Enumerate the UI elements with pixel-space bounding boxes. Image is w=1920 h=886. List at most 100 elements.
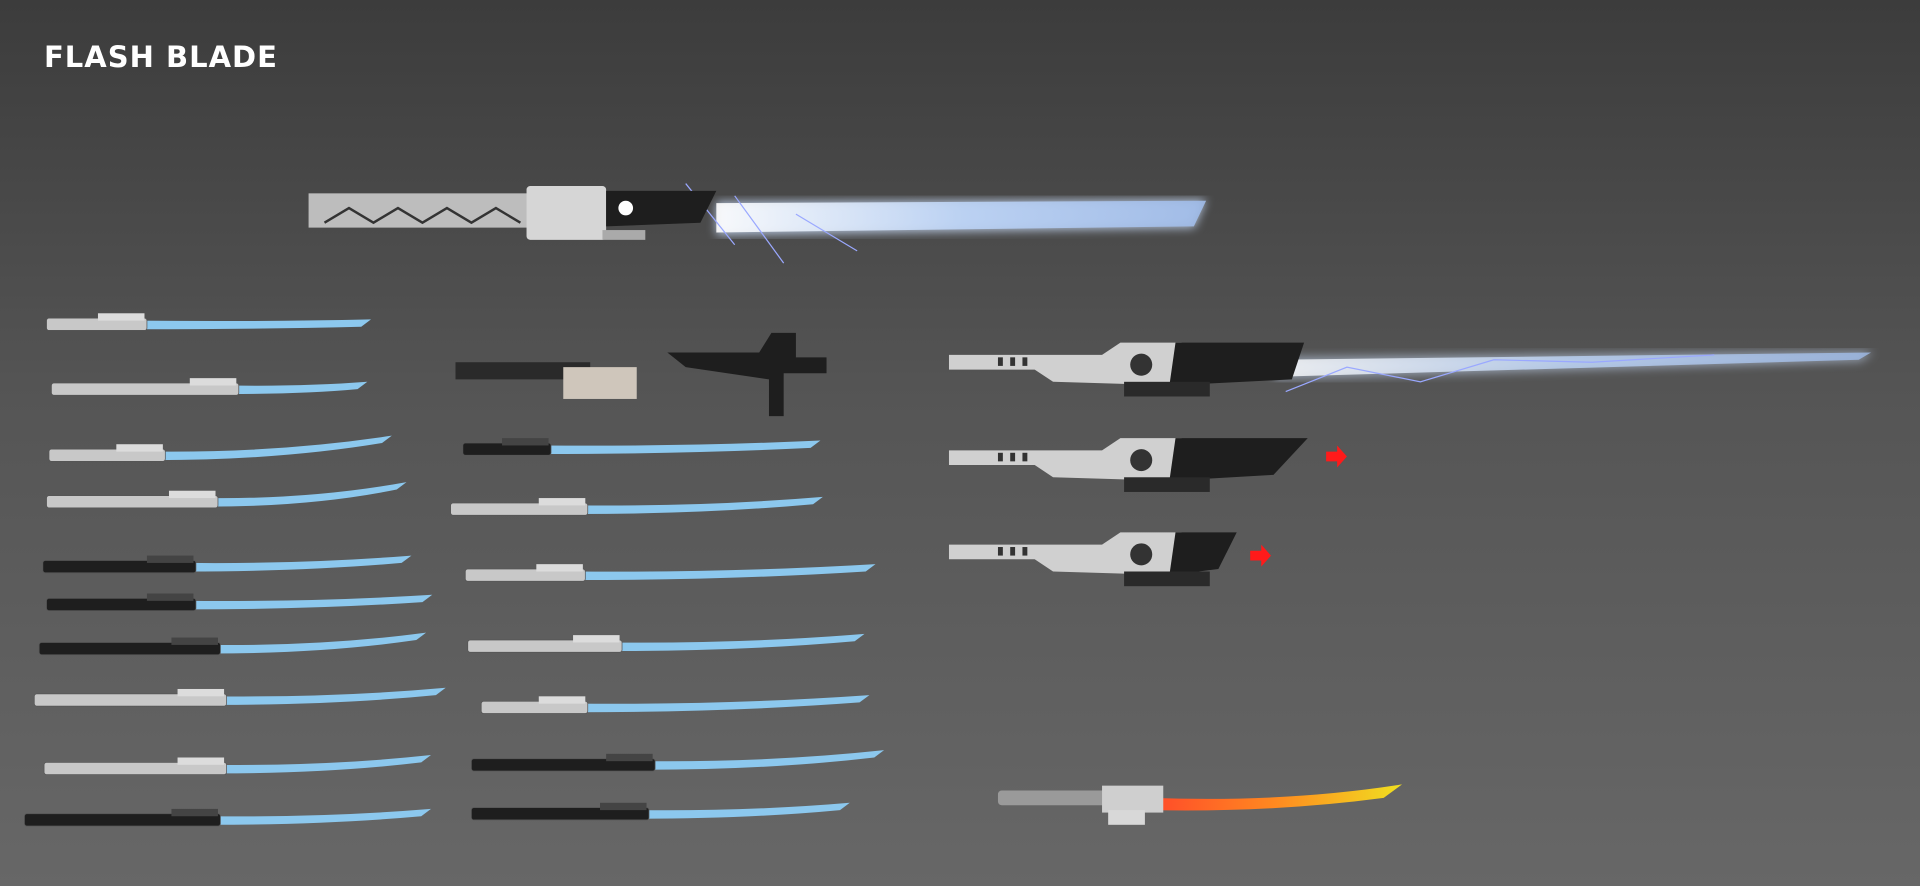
hilt-body — [948, 438, 1182, 481]
hilt-guard — [1124, 571, 1210, 587]
hilt-guard — [168, 490, 216, 499]
hilt-emblem — [1130, 543, 1153, 566]
blade — [210, 632, 427, 654]
sword — [42, 555, 412, 574]
hilt-guard — [189, 378, 237, 386]
blade — [216, 687, 446, 705]
hilt-guard — [600, 802, 647, 811]
mechanism-part — [455, 362, 591, 380]
hilt-vent — [997, 452, 1003, 462]
hilt — [464, 568, 586, 582]
hilt — [467, 639, 623, 653]
hilt — [48, 448, 166, 462]
sword — [38, 632, 427, 656]
sword — [467, 633, 865, 653]
hilt-guard — [536, 564, 583, 572]
hilt — [480, 700, 589, 714]
hilt — [46, 495, 219, 509]
hilt — [42, 560, 197, 574]
hilt-body — [948, 532, 1182, 576]
sword — [33, 687, 446, 707]
hilt — [43, 762, 227, 776]
hilt-emblem — [1130, 449, 1153, 472]
hilt — [38, 642, 221, 656]
blade — [155, 435, 392, 461]
blade — [612, 633, 865, 652]
hilt-guard — [502, 438, 549, 446]
energy-blade — [1273, 352, 1872, 377]
lightning — [1285, 354, 1715, 393]
sword — [471, 750, 885, 772]
blade — [577, 496, 823, 514]
hilt-vent — [1022, 452, 1028, 462]
hilt-vent — [997, 357, 1003, 366]
blade — [210, 808, 432, 825]
flame-blade — [1151, 784, 1403, 811]
blade — [228, 381, 368, 395]
hilt-vent — [1010, 452, 1016, 462]
blade — [575, 564, 876, 581]
hilt-zigzag — [323, 206, 522, 225]
hilt-emblem — [618, 200, 634, 216]
mechanism-grip — [667, 332, 827, 417]
sword — [471, 802, 850, 821]
hilt-body — [526, 186, 607, 240]
hilt-guard — [177, 757, 225, 765]
hilt-guard — [573, 635, 620, 643]
sword — [43, 755, 432, 776]
sword — [24, 808, 432, 827]
blade — [577, 695, 870, 713]
hilt-vent — [997, 547, 1003, 556]
hilt-emitter — [606, 190, 717, 227]
flash-blade-variant — [948, 438, 1308, 492]
hilt-guard — [177, 688, 225, 697]
sword — [450, 496, 823, 516]
sword — [46, 482, 407, 509]
hilt-guard — [602, 230, 646, 240]
hilt — [450, 502, 589, 516]
blade — [186, 555, 412, 572]
hilt-guard — [1124, 477, 1210, 492]
sword — [48, 435, 392, 462]
sword — [46, 593, 433, 612]
hilt-vent — [1010, 547, 1016, 556]
hilt-guard — [538, 498, 586, 506]
hilt-emitter — [1169, 342, 1305, 386]
flame-katana — [997, 784, 1403, 825]
hilt — [33, 693, 227, 707]
blade — [639, 802, 850, 819]
sword — [51, 378, 368, 396]
hilt-body — [1102, 785, 1164, 813]
hilt-body — [948, 342, 1182, 386]
arrow-right-icon — [1326, 445, 1347, 468]
hilt — [51, 382, 240, 396]
hilt-guard — [1124, 381, 1210, 397]
sword — [462, 438, 821, 456]
hilt-grip — [997, 790, 1109, 806]
hilt-guard — [146, 555, 194, 563]
hilt-guard — [116, 444, 163, 452]
hilt-guard — [538, 696, 586, 704]
flash-blade-main — [308, 183, 1207, 264]
hilt-emitter — [1169, 532, 1237, 576]
sword — [46, 313, 372, 331]
sheet-title: FLASH BLADE — [44, 40, 278, 74]
hilt-vent — [1022, 547, 1028, 556]
hilt-guard — [606, 753, 653, 762]
hilt-guard — [97, 313, 145, 321]
hilt — [471, 807, 650, 821]
hilt-vent — [1010, 357, 1016, 366]
hilt-guard — [1108, 810, 1145, 825]
hilt-guard — [146, 593, 194, 601]
hilt-guard — [171, 808, 218, 817]
sword — [464, 564, 876, 582]
blade — [216, 755, 432, 774]
hilt-guard — [171, 637, 218, 645]
energy-blade — [716, 200, 1207, 233]
hilt — [24, 813, 221, 827]
blade — [208, 482, 407, 507]
arrow-right-icon — [1250, 544, 1272, 567]
hilt — [46, 598, 197, 612]
mechanism-part — [563, 367, 637, 399]
blade — [137, 319, 372, 330]
